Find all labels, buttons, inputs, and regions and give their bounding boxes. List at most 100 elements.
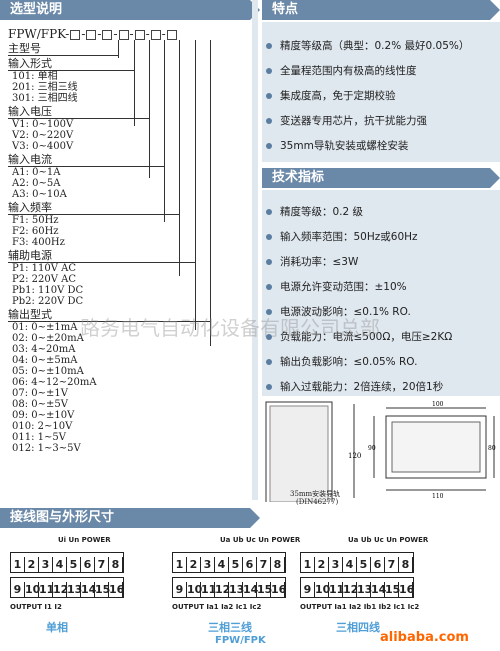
tech-item: 输出负载影响：≤0.05% RO. bbox=[266, 355, 417, 369]
features-item: 全量程范围内有极高的线性度 bbox=[266, 64, 417, 78]
group-item: 011: 1~5V bbox=[12, 432, 66, 443]
terminal: 15 bbox=[385, 582, 401, 597]
site-watermark: alibaba.com bbox=[380, 630, 469, 645]
terminal: 5 bbox=[67, 557, 81, 572]
diagram-caption: 三相四线 bbox=[336, 621, 380, 634]
group-title: 输入形式 bbox=[8, 57, 52, 70]
group-item: F1: 50Hz bbox=[12, 215, 59, 226]
terminal-bottom-labels: OUTPUT Ia1 Ia2 Ic1 Ic2 bbox=[172, 603, 262, 611]
bullet-icon bbox=[266, 359, 272, 365]
group-item: P1: 110V AC bbox=[12, 263, 76, 274]
feature-text: 电源允许变动范围：±10% bbox=[280, 281, 407, 293]
left-header: 选型说明 bbox=[0, 0, 260, 20]
tech-item: 输入过载能力：2倍连续，20倍1秒 bbox=[266, 380, 443, 394]
feature-text: 输入频率范围：50Hz或60Hz bbox=[280, 231, 418, 243]
features-header: 特点 bbox=[262, 0, 500, 20]
dim-110: 110 bbox=[432, 493, 444, 500]
group-item: V1: 0~100V bbox=[12, 119, 74, 130]
feature-text: 集成度高，免于定期校验 bbox=[280, 90, 396, 102]
terminal-top-labels: Ui Un POWER bbox=[58, 536, 111, 544]
feature-text: 消耗功率：≤3W bbox=[280, 256, 359, 268]
terminal: 13 bbox=[229, 582, 245, 597]
dim-100: 100 bbox=[432, 401, 444, 408]
feature-text: 输出负载影响：≤0.05% RO. bbox=[280, 356, 418, 368]
terminal: 3 bbox=[329, 557, 343, 572]
group-title: 输出型式 bbox=[8, 308, 52, 321]
group-item: A2: 0~5A bbox=[12, 178, 61, 189]
terminal: 14 bbox=[243, 582, 259, 597]
group-item: 06: 4~12~20mA bbox=[12, 377, 97, 388]
terminal: 4 bbox=[343, 557, 357, 572]
terminal: 9 bbox=[11, 582, 25, 597]
bullet-icon bbox=[266, 118, 272, 124]
group-item: 201: 三相三线 bbox=[12, 82, 78, 93]
terminal: 3 bbox=[201, 557, 215, 572]
tech-item: 电源允许变动范围：±10% bbox=[266, 280, 407, 294]
group-item: A3: 0~10A bbox=[12, 189, 67, 200]
features-item: 集成度高，免于定期校验 bbox=[266, 89, 396, 103]
bullet-icon bbox=[266, 93, 272, 99]
terminal: 7 bbox=[257, 557, 271, 572]
group-item: 05: 0~±10mA bbox=[12, 366, 84, 377]
group-item: 07: 0~±1V bbox=[12, 388, 68, 399]
group-item: 09: 0~±10V bbox=[12, 410, 75, 421]
group-item: 03: 4~20mA bbox=[12, 344, 76, 355]
group-item: 010: 2~10V bbox=[12, 421, 73, 432]
terminal: 8 bbox=[399, 557, 413, 572]
rail-label: 35mm安装导轨 bbox=[290, 490, 341, 498]
terminal: 8 bbox=[271, 557, 285, 572]
terminal: 8 bbox=[109, 557, 123, 572]
features-item: 变送器专用芯片，抗干扰能力强 bbox=[266, 114, 427, 128]
terminal: 5 bbox=[357, 557, 371, 572]
terminal-top-labels: Ua Ub Uc Un POWER bbox=[348, 536, 429, 544]
bullet-icon bbox=[266, 43, 272, 49]
terminal: 12 bbox=[343, 582, 359, 597]
terminal-top-labels: Ua Ub Uc Un POWER bbox=[220, 536, 301, 544]
feature-text: 精度等级高（典型：0.2% 最好0.05%） bbox=[280, 40, 470, 52]
group-title: 输入频率 bbox=[8, 201, 52, 214]
features-item: 精度等级高（典型：0.2% 最好0.05%） bbox=[266, 39, 469, 53]
group-item: 02: 0~±20mA bbox=[12, 333, 84, 344]
watermark: 路务电气自动化设备有限公司总部 bbox=[80, 316, 380, 340]
group-item: 04: 0~±5mA bbox=[12, 355, 78, 366]
terminal-bottom-labels: OUTPUT I1 I2 bbox=[10, 603, 62, 611]
group-item: 101: 单相 bbox=[12, 71, 58, 82]
model-code-row: FPW/FPK------- bbox=[8, 27, 178, 41]
terminal: 12 bbox=[215, 582, 231, 597]
terminal: 16 bbox=[399, 582, 415, 597]
terminal-bottom-labels: OUTPUT Ia1 Ia2 Ib1 Ib2 Ic1 Ic2 bbox=[300, 603, 420, 611]
group-item: 01: 0~±1mA bbox=[12, 322, 78, 333]
terminal: 6 bbox=[371, 557, 385, 572]
group-item: V3: 0~400V bbox=[12, 141, 74, 152]
terminal: 14 bbox=[371, 582, 387, 597]
feature-text: 全量程范围内有极高的线性度 bbox=[280, 65, 417, 77]
terminal: 13 bbox=[67, 582, 83, 597]
group-item: 301: 三相四线 bbox=[12, 93, 78, 104]
feature-text: 输入过载能力：2倍连续，20倍1秒 bbox=[280, 381, 444, 393]
terminal: 9 bbox=[301, 582, 315, 597]
tech-item: 消耗功率：≤3W bbox=[266, 255, 358, 269]
rail-label-2: (DIN46277) bbox=[296, 498, 339, 506]
wiring-header: 接线图与外形尺寸 bbox=[0, 508, 260, 528]
terminal: 15 bbox=[95, 582, 111, 597]
divider bbox=[252, 0, 258, 500]
group-title: 辅助电源 bbox=[8, 249, 52, 262]
terminal: 12 bbox=[53, 582, 69, 597]
features-item: 35mm导轨安装或螺栓安装 bbox=[266, 139, 408, 153]
terminal: 11 bbox=[39, 582, 55, 597]
terminal: 16 bbox=[271, 582, 287, 597]
tech-header: 技术指标 bbox=[262, 168, 500, 188]
group-item: V2: 0~220V bbox=[12, 130, 74, 141]
terminal: 14 bbox=[81, 582, 97, 597]
terminal: 9 bbox=[173, 582, 187, 597]
group-item: A1: 0~1A bbox=[12, 167, 61, 178]
diagram-caption: 三相三线 bbox=[208, 621, 252, 634]
bullet-icon bbox=[266, 209, 272, 215]
terminal: 16 bbox=[109, 582, 125, 597]
bullet-icon bbox=[266, 384, 272, 390]
terminal: 1 bbox=[301, 557, 315, 572]
